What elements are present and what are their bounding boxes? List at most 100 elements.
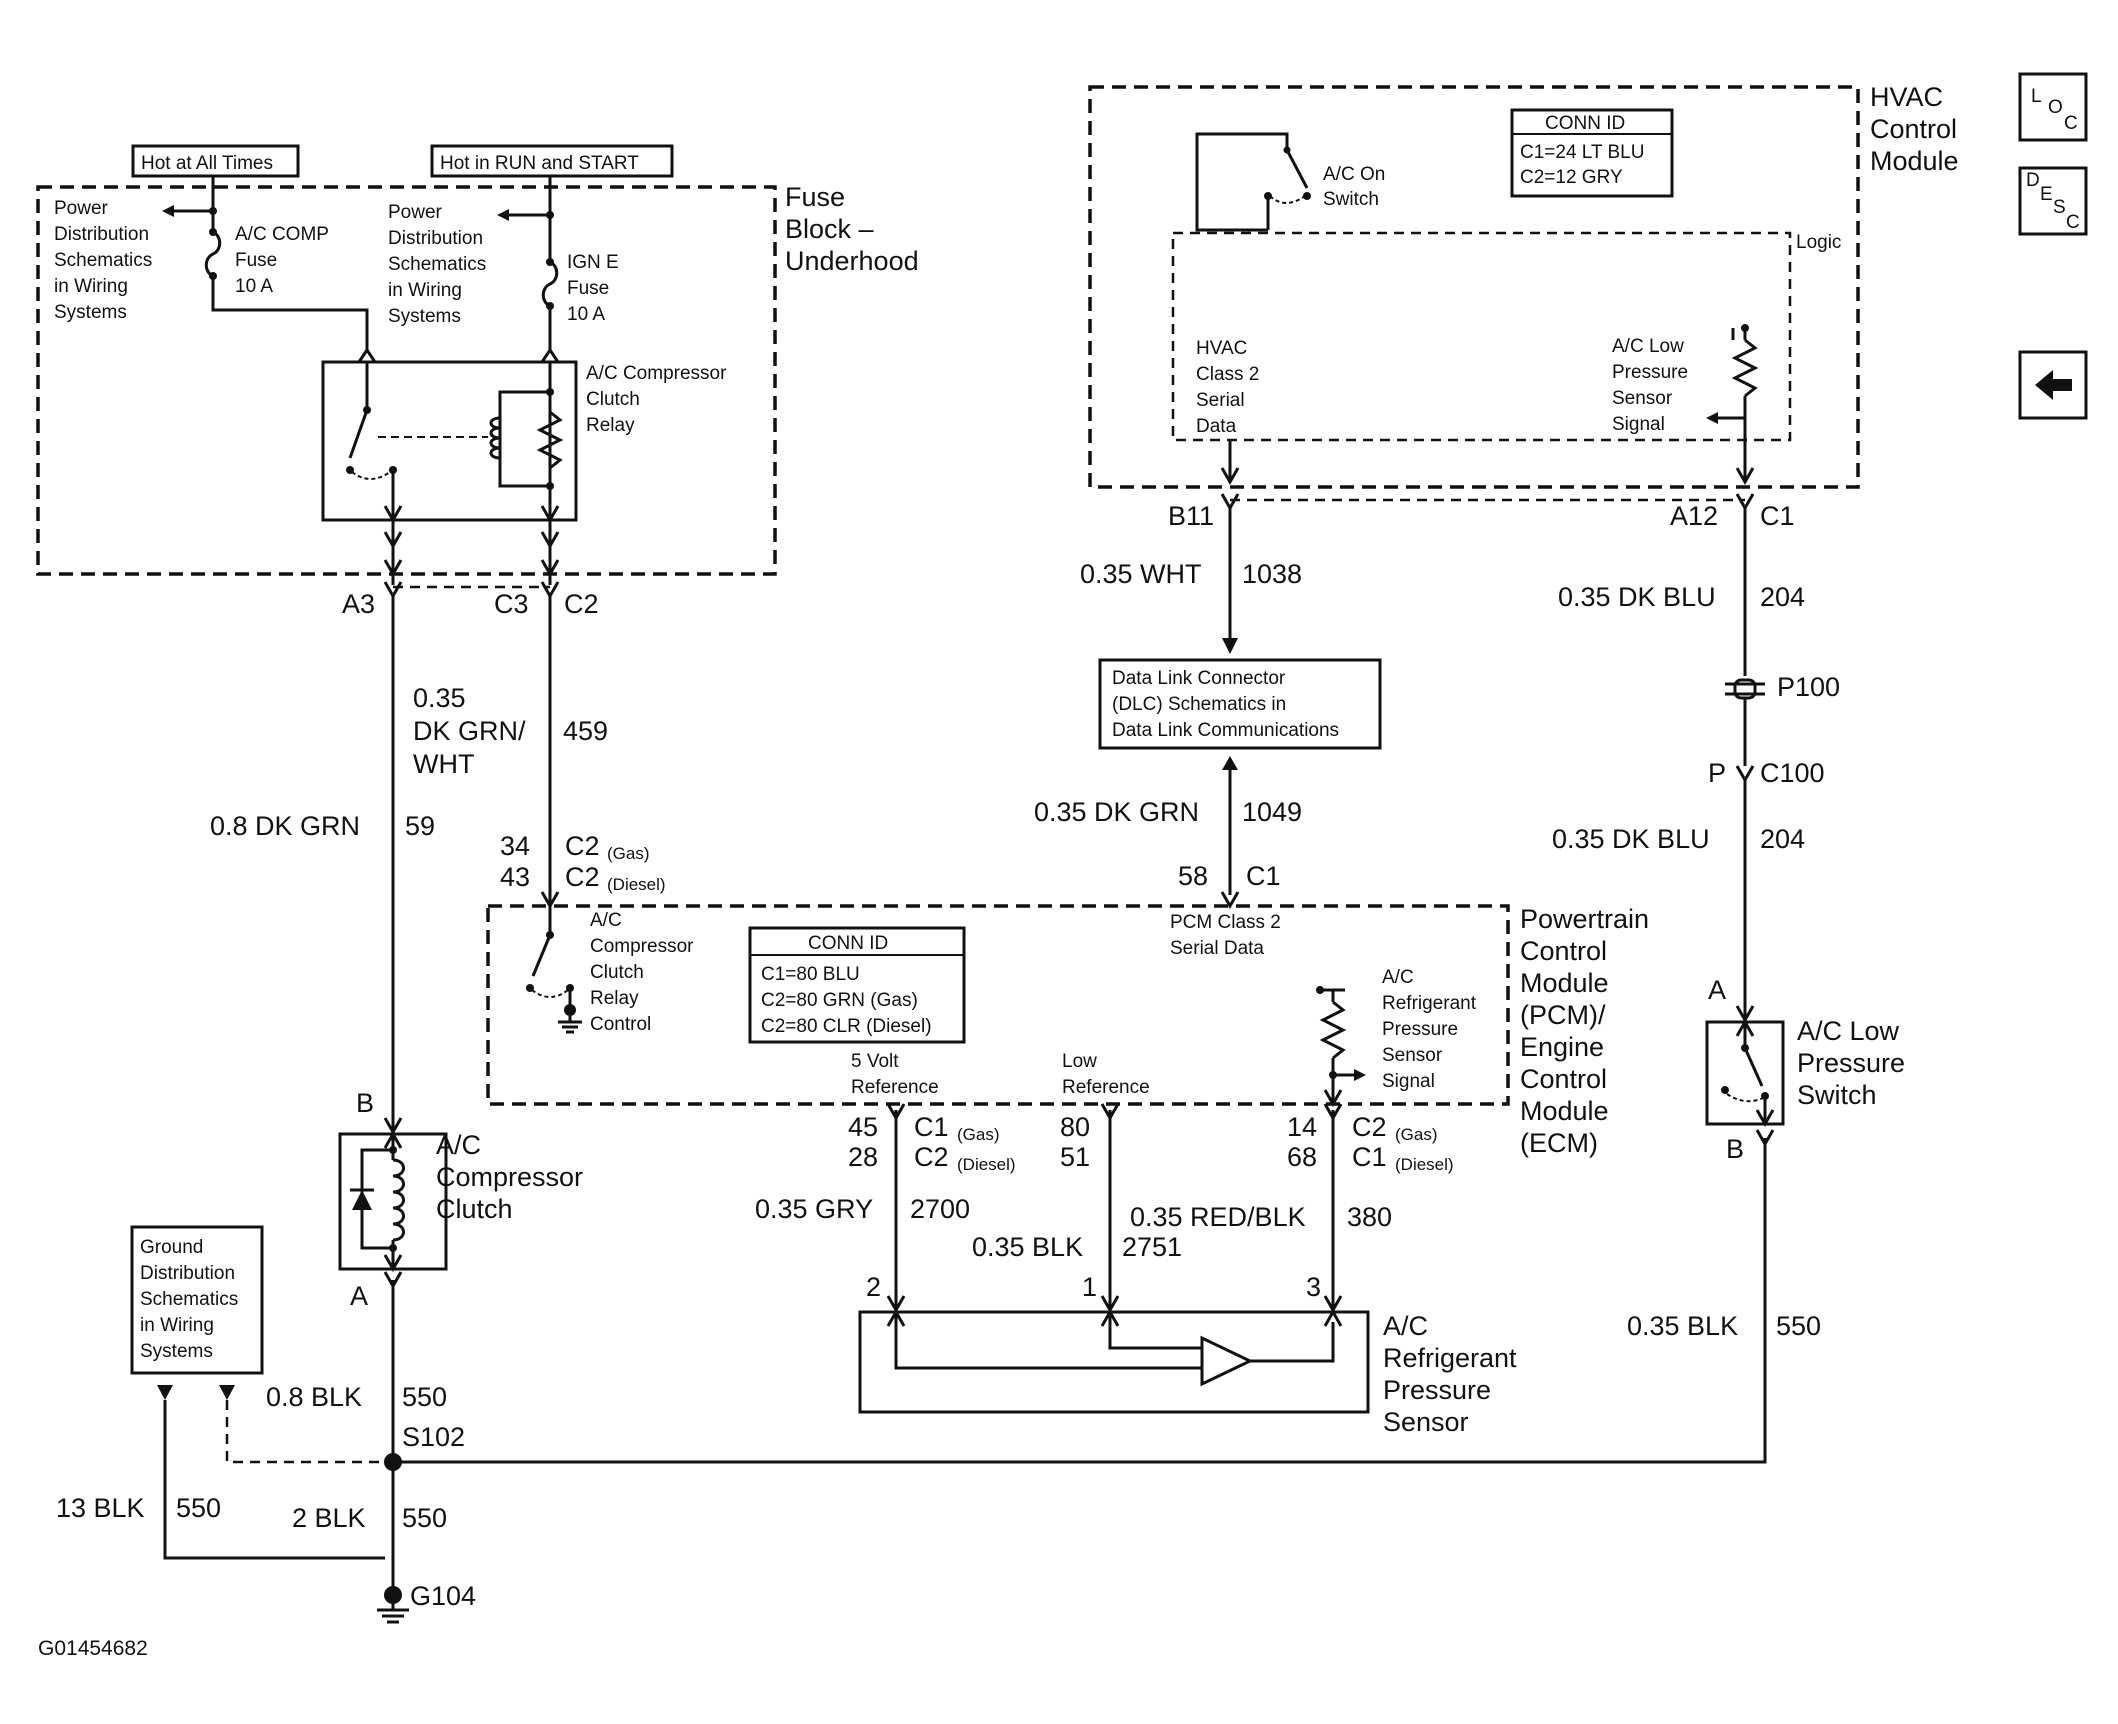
- svg-text:Powertrain: Powertrain: [1520, 904, 1649, 934]
- svg-text:28: 28: [848, 1142, 878, 1172]
- svg-text:Refrigerant: Refrigerant: [1382, 993, 1477, 1014]
- svg-text:Hot in RUN and START: Hot in RUN and START: [440, 153, 639, 174]
- svg-text:59: 59: [405, 811, 435, 841]
- svg-text:E: E: [2040, 184, 2053, 205]
- svg-text:3: 3: [1306, 1272, 1321, 1302]
- svg-text:2751: 2751: [1122, 1232, 1182, 1262]
- svg-text:S: S: [2053, 197, 2066, 218]
- svg-text:Distribution: Distribution: [54, 224, 149, 245]
- svg-text:2: 2: [866, 1272, 881, 1302]
- svg-text:204: 204: [1760, 582, 1805, 612]
- svg-text:Relay: Relay: [586, 415, 635, 436]
- svg-text:380: 380: [1347, 1202, 1392, 1232]
- svg-text:C1: C1: [1760, 501, 1795, 531]
- svg-text:C2: C2: [565, 862, 600, 892]
- svg-text:Control: Control: [1520, 1064, 1607, 1094]
- svg-text:550: 550: [402, 1382, 447, 1412]
- svg-text:Pressure: Pressure: [1612, 362, 1688, 383]
- svg-text:(Diesel): (Diesel): [957, 1155, 1016, 1174]
- svg-text:(Gas): (Gas): [1395, 1125, 1438, 1144]
- svg-text:C1=80 BLU: C1=80 BLU: [761, 964, 860, 985]
- svg-text:Clutch: Clutch: [436, 1194, 513, 1224]
- svg-text:Relay: Relay: [590, 988, 639, 1009]
- svg-text:in Wiring: in Wiring: [140, 1315, 214, 1336]
- svg-text:(Gas): (Gas): [957, 1125, 1000, 1144]
- svg-text:Control: Control: [1870, 114, 1957, 144]
- svg-text:A/C: A/C: [1382, 967, 1414, 988]
- svg-text:(Gas): (Gas): [607, 844, 650, 863]
- svg-text:C2: C2: [1352, 1112, 1387, 1142]
- svg-text:10 A: 10 A: [567, 304, 605, 325]
- svg-text:L: L: [2031, 86, 2042, 107]
- svg-text:A/C On: A/C On: [1323, 164, 1385, 185]
- svg-text:Fuse: Fuse: [567, 278, 609, 299]
- svg-text:Systems: Systems: [54, 302, 127, 323]
- svg-text:C: C: [2066, 212, 2080, 233]
- svg-text:(Diesel): (Diesel): [607, 875, 666, 894]
- svg-text:in Wiring: in Wiring: [388, 280, 462, 301]
- svg-text:0.35 BLK: 0.35 BLK: [972, 1232, 1083, 1262]
- svg-text:Pressure: Pressure: [1382, 1019, 1458, 1040]
- svg-text:Underhood: Underhood: [785, 246, 919, 276]
- svg-text:0.8 BLK: 0.8 BLK: [266, 1382, 362, 1412]
- svg-text:C: C: [2064, 113, 2078, 134]
- svg-text:Clutch: Clutch: [586, 389, 640, 410]
- svg-text:10 A: 10 A: [235, 276, 273, 297]
- svg-text:Compressor: Compressor: [590, 936, 694, 957]
- svg-text:Fuse: Fuse: [785, 182, 845, 212]
- svg-text:Compressor: Compressor: [436, 1162, 583, 1192]
- svg-text:459: 459: [563, 716, 608, 746]
- svg-text:A3: A3: [342, 589, 375, 619]
- hvac-control-module: HVAC Control Module CONN ID C1=24 LT BLU…: [1088, 82, 1959, 489]
- svg-text:WHT: WHT: [413, 749, 474, 779]
- svg-text:CONN ID: CONN ID: [808, 933, 888, 954]
- svg-text:A/C: A/C: [590, 910, 622, 931]
- dlc-box: Data Link Connector (DLC) Schematics in …: [1098, 658, 1382, 750]
- svg-text:S102: S102: [402, 1422, 465, 1452]
- svg-text:IGN E: IGN E: [567, 252, 619, 273]
- svg-text:5 Volt: 5 Volt: [851, 1051, 899, 1072]
- svg-text:14: 14: [1287, 1112, 1317, 1142]
- svg-text:Sensor: Sensor: [1383, 1407, 1469, 1437]
- svg-text:Power: Power: [54, 198, 109, 219]
- svg-text:A: A: [1708, 975, 1726, 1005]
- svg-text:A/C: A/C: [1383, 1311, 1428, 1341]
- ac-low-pressure-switch: A A/C Low Pressure Switch B: [1705, 975, 1905, 1164]
- svg-text:550: 550: [176, 1493, 221, 1523]
- svg-text:A/C Compressor: A/C Compressor: [586, 363, 727, 384]
- figure-code: G01454682: [38, 1637, 148, 1660]
- svg-text:C2: C2: [914, 1142, 949, 1172]
- ac-compressor-clutch-relay: A/C Compressor Clutch Relay: [321, 347, 727, 522]
- svg-text:A/C Low: A/C Low: [1612, 336, 1684, 357]
- svg-text:Sensor: Sensor: [1612, 388, 1673, 409]
- svg-text:C2=80 CLR (Diesel): C2=80 CLR (Diesel): [761, 1016, 932, 1037]
- svg-text:(DLC) Schematics in: (DLC) Schematics in: [1112, 694, 1286, 715]
- svg-text:Ground: Ground: [140, 1237, 203, 1258]
- wire-550-switch: [393, 1138, 1767, 1464]
- fuse-block-underhood: Fuse Block – Underhood Hot at All Times …: [36, 144, 919, 585]
- svg-text:A/C COMP: A/C COMP: [235, 224, 329, 245]
- svg-text:(PCM)/: (PCM)/: [1520, 1000, 1606, 1030]
- svg-text:550: 550: [1776, 1311, 1821, 1341]
- svg-text:C1: C1: [1246, 861, 1281, 891]
- svg-text:80: 80: [1060, 1112, 1090, 1142]
- svg-text:34: 34: [500, 831, 530, 861]
- svg-text:C100: C100: [1760, 758, 1825, 788]
- connector-p100: [1725, 678, 1765, 700]
- back-button[interactable]: [2018, 350, 2088, 420]
- svg-text:0.35: 0.35: [413, 683, 466, 713]
- svg-text:G104: G104: [410, 1581, 476, 1611]
- ground-g104: G104: [377, 1581, 476, 1624]
- ground-distribution-box: Ground Distribution Schematics in Wiring…: [130, 1225, 264, 1400]
- svg-text:Module: Module: [1870, 146, 1959, 176]
- svg-text:Schematics: Schematics: [140, 1289, 238, 1310]
- svg-text:CONN ID: CONN ID: [1545, 113, 1625, 134]
- svg-text:Class 2: Class 2: [1196, 364, 1259, 385]
- svg-text:0.35 WHT: 0.35 WHT: [1080, 559, 1202, 589]
- svg-text:B: B: [356, 1088, 374, 1118]
- svg-text:Control: Control: [590, 1014, 651, 1035]
- loc-button[interactable]: L O C: [2018, 72, 2088, 142]
- svg-text:C3: C3: [494, 589, 529, 619]
- desc-button[interactable]: D E S C: [2018, 166, 2088, 236]
